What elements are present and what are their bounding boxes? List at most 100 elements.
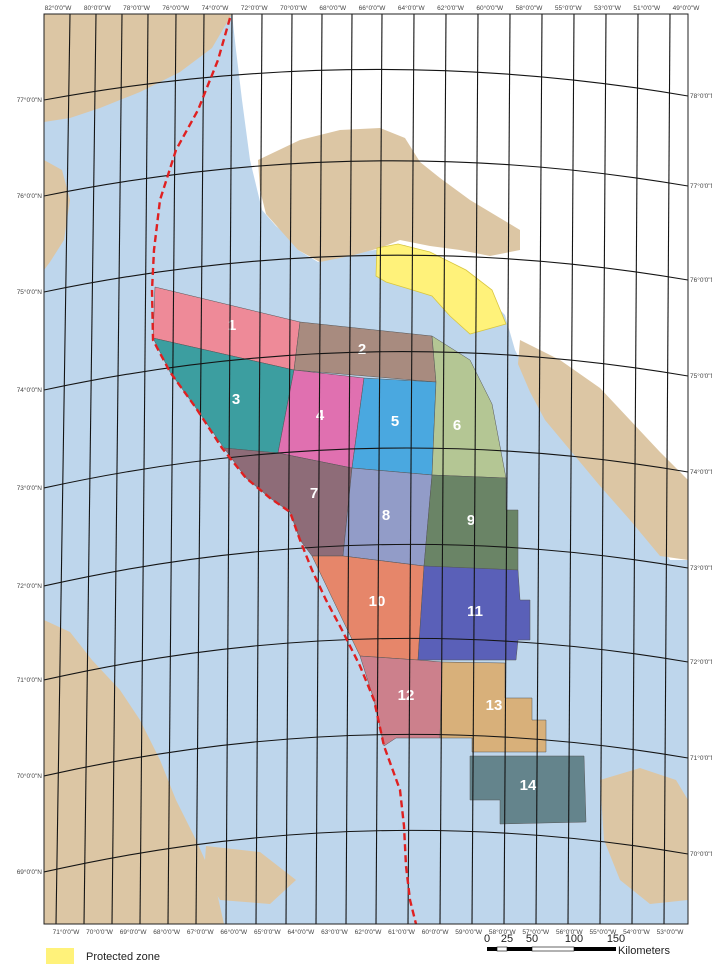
land-baffin-island: [44, 620, 224, 924]
meridian-line: [315, 14, 323, 924]
left-latitude-label: 69°0'0"N: [17, 868, 43, 876]
scale-bar: 0 25 50 100 150 Kilometers: [484, 933, 671, 957]
meridian-line: [471, 14, 479, 924]
left-latitude-label: 74°0'0"N: [17, 386, 43, 394]
left-latitude-label: 72°0'0"N: [17, 582, 43, 590]
bottom-longitude-label: 67°0'0"W: [187, 928, 215, 936]
right-latitude-label: 72°0'0"N: [690, 658, 712, 666]
parallel-line: [44, 254, 688, 293]
parallel-line: [44, 733, 688, 777]
licence-block-label-4: 4: [316, 407, 325, 424]
bottom-longitude-label: 69°0'0"W: [120, 928, 148, 936]
top-longitude-label: 53°0'0"W: [594, 4, 622, 12]
scale-tick-25: 25: [501, 933, 513, 945]
top-longitude-label: 72°0'0"W: [241, 4, 269, 12]
meridian-line: [631, 14, 639, 924]
left-latitude-label: 75°0'0"N: [17, 288, 43, 296]
left-latitude-label: 70°0'0"N: [17, 772, 43, 780]
parallel-line: [44, 160, 688, 197]
licence-block-label-1: 1: [228, 317, 236, 334]
licence-block-label-3: 3: [232, 391, 240, 408]
bottom-longitude-label: 63°0'0"W: [321, 928, 349, 936]
right-latitude-label: 77°0'0"N: [690, 182, 712, 190]
meridian-line: [195, 14, 205, 924]
licence-block-label-12: 12: [398, 687, 415, 704]
land-disko-island: [600, 768, 688, 904]
licence-block-label-13: 13: [486, 697, 503, 714]
licence-block-label-2: 2: [358, 341, 366, 358]
bottom-longitude-label: 65°0'0"W: [254, 928, 282, 936]
land-masses: [44, 14, 688, 924]
scale-tick-50: 50: [526, 933, 538, 945]
top-longitude-label: 60°0'0"W: [476, 4, 504, 12]
maritime-boundary-line: [150, 17, 418, 924]
meridian-line: [225, 14, 233, 924]
top-longitude-label: 70°0'0"W: [280, 4, 308, 12]
left-latitude-label: 73°0'0"N: [17, 484, 43, 492]
top-longitude-label: 78°0'0"W: [123, 4, 151, 12]
parallel-line: [44, 637, 688, 681]
licence-block-label-5: 5: [391, 413, 399, 430]
meridian-line: [439, 14, 447, 924]
parallel-line: [44, 543, 688, 587]
parallel-line: [44, 351, 688, 391]
bottom-longitude-label: 58°0'0"W: [489, 928, 517, 936]
left-latitude-label: 71°0'0"N: [17, 676, 43, 684]
bottom-longitude-label: 61°0'0"W: [388, 928, 416, 936]
bottom-longitude-label: 57°0'0"W: [522, 928, 550, 936]
right-latitude-label: 76°0'0"N: [690, 276, 712, 284]
meridian-line: [44, 14, 45, 50]
licence-block-label-11: 11: [467, 603, 483, 620]
bottom-longitude-label: 59°0'0"W: [455, 928, 483, 936]
scale-segment-4: [531, 946, 575, 952]
meridian-line: [83, 14, 97, 924]
right-latitude-label: 74°0'0"N: [690, 468, 712, 476]
bottom-longitude-label: 55°0'0"W: [590, 928, 618, 936]
right-latitude-label: 78°0'0"N: [690, 92, 712, 100]
right-latitude-label: 70°0'0"N: [690, 850, 712, 858]
scale-tick-150: 150: [607, 933, 625, 945]
licence-block-label-9: 9: [467, 512, 475, 529]
scale-segment-3: [507, 947, 532, 951]
meridian-line: [535, 14, 543, 924]
bottom-longitude-label: 70°0'0"W: [86, 928, 114, 936]
map-frame-border: [43, 13, 689, 925]
bottom-longitude-label: 60°0'0"W: [422, 928, 450, 936]
licence-block-label-8: 8: [382, 507, 390, 524]
licence-block-14: [469, 755, 587, 825]
meridian-line: [407, 14, 415, 924]
bottom-longitude-label: 54°0'0"W: [623, 928, 651, 936]
scale-unit-label: Kilometers: [618, 945, 670, 957]
meridian-line: [599, 14, 607, 924]
top-longitude-label: 64°0'0"W: [398, 4, 426, 12]
right-latitude-label: 71°0'0"N: [690, 754, 712, 762]
top-longitude-label: 49°0'0"W: [673, 4, 701, 12]
scale-segment-2: [496, 946, 508, 952]
bottom-longitude-label: 68°0'0"W: [153, 928, 181, 936]
scale-tick-0: 0: [484, 933, 490, 945]
protected-zone-legend-label: Protected zone: [86, 951, 160, 963]
top-longitude-label: 76°0'0"W: [162, 4, 190, 12]
graticule: [44, 14, 688, 924]
bottom-longitude-label: 71°0'0"W: [53, 928, 81, 936]
protected-zone-swatch: [46, 948, 74, 964]
legend: Protected zone: [46, 948, 160, 964]
meridian-line: [285, 14, 293, 924]
meridian-line: [503, 14, 511, 924]
right-latitude-label: 73°0'0"N: [690, 564, 712, 572]
bottom-longitude-label: 56°0'0"W: [556, 928, 584, 936]
licence-block-label-14: 14: [520, 777, 537, 794]
meridian-line: [111, 14, 123, 924]
land-bylot-island: [204, 846, 296, 904]
licence-block-label-7: 7: [310, 485, 318, 502]
licence-block-13: [439, 661, 547, 753]
parallel-line: [44, 829, 688, 873]
land-west-coast: [44, 160, 70, 270]
scale-segment-5: [574, 947, 616, 951]
licence-block-label-6: 6: [453, 417, 461, 434]
scale-segment-1: [487, 947, 497, 951]
meridian-line: [345, 14, 353, 924]
